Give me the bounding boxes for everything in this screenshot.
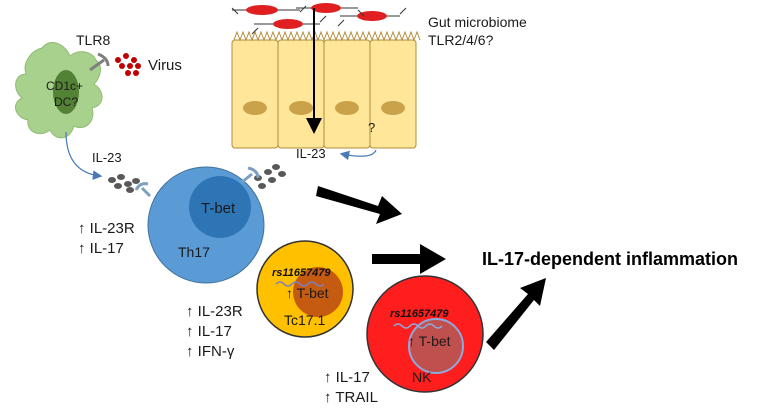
tc17-nucleus: [293, 267, 343, 317]
gut-microbiome-label: Gut microbiome: [428, 14, 527, 30]
tc17-marker-3: ↑ IFN-γ: [186, 343, 235, 360]
tc17-cell: rs11657479 ↑ T-bet Tc17.1: [256, 240, 354, 338]
nk-to-outcome-arrow: [486, 278, 546, 350]
th17-marker-2: ↑ IL-17: [78, 240, 124, 257]
nk-tbet-label: ↑ T-bet: [408, 333, 451, 349]
outcome-label: IL-17-dependent inflammation: [482, 249, 738, 269]
th17-to-outcome-arrow: [316, 186, 402, 224]
il23-particles-right: [254, 164, 286, 189]
th17-tbet-label: T-bet: [201, 200, 236, 217]
question-mark-label: ?: [368, 120, 375, 135]
cd1c-dendritic-cell: CD1c+ DC?: [14, 42, 103, 139]
il23-receptor-right: [241, 166, 260, 184]
virus-particles: [115, 53, 141, 76]
cd1c-label-line2: DC?: [54, 95, 78, 109]
il23-receptor-left: [134, 182, 152, 198]
nk-cell: rs11657479 ↑ T-bet NK: [366, 275, 484, 393]
epithelium-to-il23-arrow: [339, 149, 377, 161]
tc17-name: Tc17.1: [284, 312, 325, 328]
nk-name: NK: [412, 369, 432, 385]
tlr8-receptor: [89, 52, 110, 72]
virus-label: Virus: [148, 57, 182, 74]
th17-marker-1: ↑ IL-23R: [78, 220, 135, 237]
tlr246-label: TLR2/4/6?: [428, 32, 494, 48]
gut-bacteria: [231, 3, 407, 35]
il23-particles-left: [108, 174, 140, 193]
nk-marker-2: ↑ TRAIL: [324, 389, 378, 406]
gut-epithelium: [231, 30, 421, 149]
tc17-dna-wave: [275, 281, 325, 287]
il23-right-label: IL-23: [296, 146, 326, 161]
nk-nucleus: [408, 318, 464, 374]
th17-name: Th17: [178, 244, 210, 260]
tc17-tbet-label: ↑ T-bet: [286, 285, 329, 301]
tlr8-label: TLR8: [76, 32, 110, 48]
il23-left-label: IL-23: [92, 150, 122, 165]
th17-cell: T-bet Th17: [134, 166, 265, 284]
nk-snp-label: rs11657479: [390, 308, 449, 320]
th17-nucleus: [189, 176, 251, 238]
nk-marker-1: ↑ IL-17: [324, 369, 370, 386]
dc-to-il23-arrow: [65, 131, 103, 180]
tc17-marker-1: ↑ IL-23R: [186, 303, 243, 320]
dendritic-cell-nucleus: [53, 70, 79, 114]
nk-dna-wave: [393, 323, 443, 329]
cd1c-label-line1: CD1c+: [46, 79, 83, 93]
tc17-snp-label: rs11657479: [272, 267, 331, 279]
tc17-marker-2: ↑ IL-17: [186, 323, 232, 340]
tc17-to-outcome-arrow: [372, 244, 446, 274]
